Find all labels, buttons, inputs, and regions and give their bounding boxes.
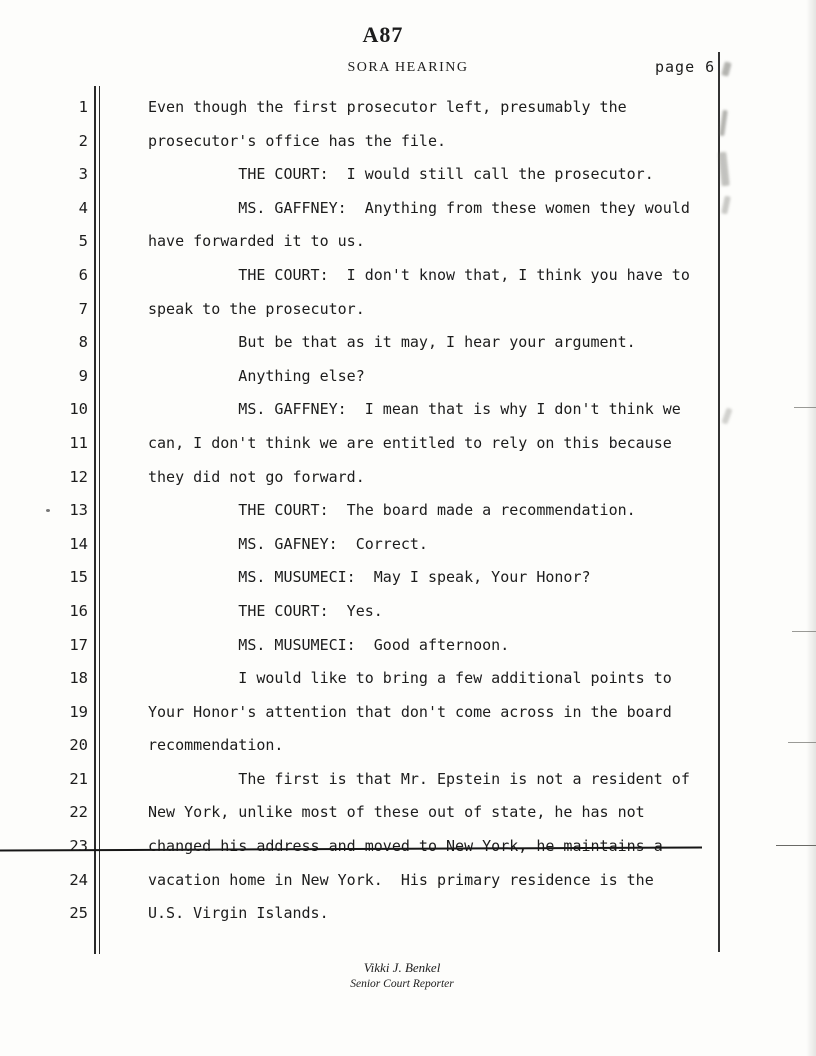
line-text: recommendation.	[148, 736, 284, 755]
line-number: 21	[69, 769, 88, 788]
transcript-line: 24 vacation home in New York. His primar…	[0, 871, 816, 905]
line-number: 1	[78, 98, 88, 116]
transcript-line: 22 New York, unlike most of these out of…	[0, 803, 816, 837]
line-number: 20	[69, 736, 88, 755]
line-number: 13	[69, 501, 88, 520]
transcript-line: 19 Your Honor's attention that don't com…	[0, 703, 816, 737]
line-text: MS. GAFFNEY: I mean that is why I don't …	[148, 400, 681, 419]
line-number: 10	[69, 400, 88, 419]
transcript-line: 10 MS. GAFFNEY: I mean that is why I don…	[0, 400, 816, 434]
line-text: THE COURT: The board made a recommendati…	[148, 501, 636, 520]
line-number: 22	[69, 803, 88, 822]
transcript-body: 1 Even though the first prosecutor left,…	[0, 98, 816, 938]
line-number: 3	[78, 165, 88, 184]
right-margin-rule	[718, 52, 720, 952]
transcript-line: 23 changed his address and moved to New …	[0, 837, 816, 871]
transcript-line: 8 But be that as it may, I hear your arg…	[0, 333, 816, 367]
scan-tick-artifact	[788, 742, 816, 744]
line-number: 12	[69, 467, 88, 486]
line-text: THE COURT: Yes.	[148, 601, 383, 620]
line-text: THE COURT: I don't know that, I think yo…	[148, 265, 690, 284]
line-text: changed his address and moved to New Yor…	[148, 837, 663, 856]
line-number: 14	[69, 534, 88, 553]
transcript-line: 12 they did not go forward.	[0, 468, 816, 502]
transcript-line: 9 Anything else?	[0, 367, 816, 401]
line-number: 5	[78, 232, 88, 251]
transcript-line: 21 The first is that Mr. Epstein is not …	[0, 770, 816, 804]
transcript-line: 16 THE COURT: Yes.	[0, 602, 816, 636]
line-text: MS. GAFFNEY: Anything from these women t…	[148, 198, 690, 217]
line-text: U.S. Virgin Islands.	[148, 904, 329, 923]
transcript-line: 4 MS. GAFFNEY: Anything from these women…	[0, 199, 816, 233]
line-number: 17	[69, 635, 88, 654]
reporter-name: Vikki J. Benkel	[363, 960, 441, 975]
line-number: 4	[78, 198, 88, 217]
line-text: prosecutor's office has the file.	[148, 131, 447, 150]
exhibit-number: A87	[362, 22, 404, 47]
line-number: 16	[69, 601, 88, 620]
transcript-line: 13 THE COURT: The board made a recommend…	[0, 501, 816, 535]
transcript-line: 20 recommendation.	[0, 736, 816, 770]
transcript-line: 11 can, I don't think we are entitled to…	[0, 434, 816, 468]
page-edge-shading	[806, 0, 816, 1056]
line-text: MS. GAFNEY: Correct.	[148, 534, 428, 553]
transcript-line: 14 MS. GAFNEY: Correct.	[0, 535, 816, 569]
line-text: MS. MUSUMECI: May I speak, Your Honor?	[148, 568, 591, 587]
transcript-line: 1 Even though the first prosecutor left,…	[0, 98, 816, 132]
scan-tick-artifact	[792, 631, 816, 633]
line-number: 18	[69, 669, 88, 688]
line-number: 2	[78, 131, 88, 150]
line-text: The first is that Mr. Epstein is not a r…	[148, 769, 690, 788]
transcript-line: 7 speak to the prosecutor.	[0, 300, 816, 334]
line-text: Anything else?	[148, 366, 365, 385]
line-text: have forwarded it to us.	[148, 232, 365, 251]
left-margin-rule	[94, 86, 100, 954]
transcript-line: 2 prosecutor's office has the file.	[0, 132, 816, 166]
transcript-line: 5 have forwarded it to us.	[0, 232, 816, 266]
transcript-line: 17 MS. MUSUMECI: Good afternoon.	[0, 636, 816, 670]
hearing-title: SORA HEARING	[347, 60, 469, 75]
transcript-line: 6 THE COURT: I don't know that, I think …	[0, 266, 816, 300]
transcript-line: 25 U.S. Virgin Islands.	[0, 904, 816, 938]
line-text: But be that as it may, I hear your argum…	[148, 333, 636, 352]
line-number: 23	[69, 837, 88, 856]
scan-tick-artifact	[776, 845, 816, 847]
line-number: 7	[78, 299, 88, 318]
line-number: 11	[69, 433, 88, 452]
scan-tick-artifact	[794, 407, 816, 409]
line-text: MS. MUSUMECI: Good afternoon.	[148, 635, 510, 654]
scan-dot-artifact	[46, 509, 50, 512]
transcript-line: 18 I would like to bring a few additiona…	[0, 669, 816, 703]
page-number: page 6	[655, 58, 716, 76]
line-number: 9	[78, 366, 88, 385]
line-number: 24	[69, 870, 88, 889]
line-text: they did not go forward.	[148, 467, 365, 486]
line-text: vacation home in New York. His primary r…	[148, 870, 654, 889]
line-text: New York, unlike most of these out of st…	[148, 803, 645, 822]
transcript-line: 15 MS. MUSUMECI: May I speak, Your Honor…	[0, 568, 816, 602]
transcript-line: 3 THE COURT: I would still call the pros…	[0, 165, 816, 199]
line-text: THE COURT: I would still call the prosec…	[148, 165, 654, 184]
line-text: Even though the first prosecutor left, p…	[148, 98, 627, 116]
line-text: Your Honor's attention that don't come a…	[148, 702, 672, 721]
line-text: speak to the prosecutor.	[148, 299, 365, 318]
line-number: 19	[69, 702, 88, 721]
line-number: 25	[69, 904, 88, 923]
line-number: 8	[78, 333, 88, 352]
line-text: can, I don't think we are entitled to re…	[148, 433, 672, 452]
line-number: 6	[78, 265, 88, 284]
reporter-footer: Vikki J. Benkel Senior Court Reporter	[0, 960, 810, 990]
line-number: 15	[69, 568, 88, 587]
reporter-title: Senior Court Reporter	[350, 978, 454, 990]
line-text: I would like to bring a few additional p…	[148, 669, 672, 688]
